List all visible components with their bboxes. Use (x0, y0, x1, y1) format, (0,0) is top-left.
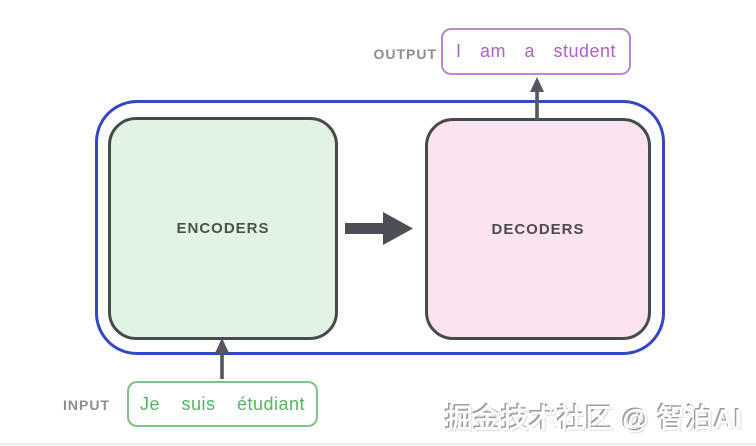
decoders-label: DECODERS (491, 220, 585, 238)
output-token-box: I am a student (441, 28, 631, 75)
input-token-box: Je suis étudiant (127, 381, 318, 427)
bottom-divider (0, 443, 756, 445)
input-label: INPUT (63, 397, 110, 413)
input-text: Je suis étudiant (139, 393, 306, 414)
output-label: OUTPUT (373, 46, 437, 62)
encoders-block: ENCODERS (108, 117, 338, 340)
decoders-block: DECODERS (425, 118, 651, 340)
watermark: 掘金技术社区 @ 智泊AI (445, 404, 743, 434)
encoders-label: ENCODERS (176, 220, 270, 237)
output-text: I am a student (455, 41, 617, 61)
transformer-container (95, 100, 665, 355)
